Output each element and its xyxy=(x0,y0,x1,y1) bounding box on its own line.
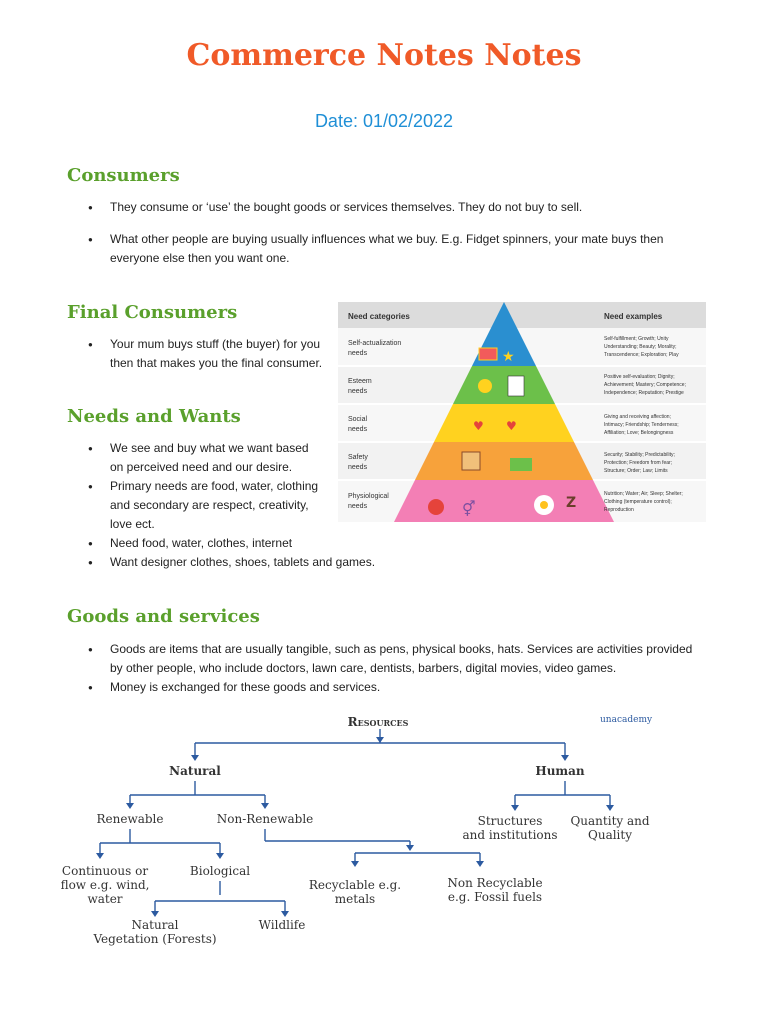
svg-text:Self-fulfillment; Growth; Unit: Self-fulfillment; Growth; UnityUnderstan… xyxy=(604,336,679,358)
col-left-label: Need categories xyxy=(348,312,410,321)
list-item: They consume or ‘use’ the bought goods o… xyxy=(88,198,708,217)
list-item: Primary needs are food, water, clothing … xyxy=(88,477,323,534)
page-title: Commerce Notes Notes xyxy=(186,38,582,73)
col-right-label: Need examples xyxy=(604,312,663,321)
svg-text:⚥: ⚥ xyxy=(462,500,476,518)
list-item: We see and buy what we want based on per… xyxy=(88,439,323,477)
node-wildlife: Wildlife xyxy=(259,918,306,932)
heading-needs-wants: Needs and Wants xyxy=(67,406,241,427)
node-biological: Biological xyxy=(190,864,250,878)
needs-wants-list: We see and buy what we want based on per… xyxy=(88,439,375,572)
list-item: Goods are items that are usually tangibl… xyxy=(88,640,708,678)
final-consumers-list: Your mum buys stuff (the buyer) for you … xyxy=(88,335,328,373)
list-item: Money is exchanged for these goods and s… xyxy=(88,678,708,697)
node-resources: Resources xyxy=(348,715,409,729)
node-human: Human xyxy=(535,764,585,778)
node-renewable: Renewable xyxy=(96,812,163,826)
svg-text:Nutrition; Water; Air; Sleep;: Nutrition; Water; Air; Sleep; Shelter;Cl… xyxy=(604,491,683,513)
consumers-list: They consume or ‘use’ the bought goods o… xyxy=(88,198,708,268)
svg-text:Security; Stability; Predictab: Security; Stability; Predictability;Prot… xyxy=(604,452,675,474)
svg-text:Z: Z xyxy=(566,495,576,511)
document-date: Date: 01/02/2022 xyxy=(314,111,454,131)
node-recyclable: Recyclable e.g.metals xyxy=(309,878,401,906)
watermark-unacademy: unacademy xyxy=(600,715,653,725)
heading-final-consumers: Final Consumers xyxy=(67,302,238,323)
goods-services-list: Goods are items that are usually tangibl… xyxy=(88,640,708,697)
svg-text:♥: ♥ xyxy=(506,419,517,433)
heading-consumers: Consumers xyxy=(67,165,180,186)
svg-text:Giving and receiving affection: Giving and receiving affection;Intimacy;… xyxy=(604,414,679,436)
list-item: Need food, water, clothes, internet xyxy=(88,534,430,553)
heading-goods-services: Goods and services xyxy=(67,606,260,627)
node-natural: Natural xyxy=(169,764,221,778)
svg-text:♥: ♥ xyxy=(473,419,484,433)
list-item: What other people are buying usually inf… xyxy=(88,230,708,268)
list-item: Want designer clothes, shoes, tablets an… xyxy=(88,553,430,572)
list-item: Your mum buys stuff (the buyer) for you … xyxy=(88,335,328,373)
maslow-pyramid-image: Need categories Need examples ★ ♥ ♥ ⚥ Z … xyxy=(338,302,706,522)
svg-text:Positive self-evaluation; Dign: Positive self-evaluation; Dignity;Achiev… xyxy=(604,374,686,396)
node-non-renewable: Non-Renewable xyxy=(217,812,314,826)
resources-diagram: Resources Natural Human Renewable Non-Re… xyxy=(60,703,680,953)
svg-text:★: ★ xyxy=(502,349,515,365)
